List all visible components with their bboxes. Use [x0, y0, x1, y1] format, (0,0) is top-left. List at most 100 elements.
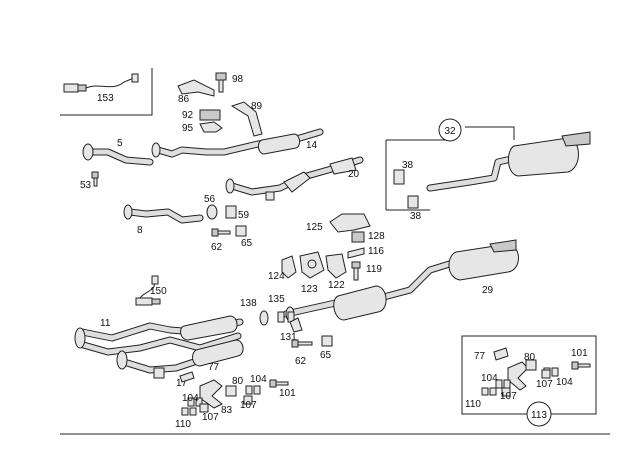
label-116: 116 [368, 246, 384, 257]
label-80a: 80 [232, 376, 244, 387]
bracket-86 [177, 79, 215, 97]
label-107b: 107 [240, 400, 257, 411]
label-101b: 101 [571, 348, 588, 359]
rubber-80b [525, 359, 537, 371]
label-110b: 110 [465, 399, 481, 410]
bolt-62a [211, 228, 231, 237]
clamp-38-lower [407, 195, 419, 209]
clip-116 [347, 247, 365, 259]
label-14: 14 [306, 140, 318, 151]
bolt-101b [571, 361, 591, 370]
washer-104c [495, 379, 503, 389]
nut-110a [181, 407, 189, 416]
label-65b: 65 [320, 350, 332, 361]
label-110a: 110 [175, 419, 191, 430]
rubber-mount-92 [199, 109, 221, 121]
label-80b: 80 [524, 352, 536, 363]
front-twin-pipe-11 [74, 315, 244, 356]
label-65a: 65 [241, 238, 253, 249]
label-135: 135 [268, 294, 285, 305]
label-101a: 101 [279, 388, 296, 399]
label-104d: 104 [556, 377, 573, 388]
label-53: 53 [80, 180, 92, 191]
label-113: 113 [531, 410, 547, 421]
main-pipe-29 [282, 239, 519, 322]
kit-box-113: 77 80 101 104 104 107 107 110 113 [461, 335, 597, 427]
hardware-group-lower: 83 80 104 104 101 107 107 110 [175, 374, 296, 430]
label-83: 83 [221, 405, 233, 416]
part-153-box: 153 [60, 68, 153, 116]
lower-twin-pipe-17 [116, 339, 244, 379]
clamp-131 [289, 317, 303, 333]
rear-pipe-and-muffler [426, 131, 591, 192]
pipe-8 [123, 204, 204, 224]
label-8: 8 [137, 225, 143, 236]
nut-110a2 [189, 407, 197, 416]
hanger-group-top: 98 86 89 92 95 [177, 72, 263, 137]
label-107a: 107 [202, 412, 219, 423]
label-92: 92 [182, 110, 194, 121]
label-5: 5 [117, 138, 123, 149]
bracket-kit [507, 361, 529, 391]
clamp-38-upper [393, 169, 405, 185]
washer-104c2 [503, 379, 511, 389]
label-107d: 107 [500, 391, 517, 402]
bracket-89 [230, 101, 263, 137]
nut-110b [481, 387, 489, 396]
gasket-138 [259, 310, 269, 326]
washer-104b2 [253, 385, 261, 395]
hanger-123 [299, 251, 325, 279]
label-95: 95 [182, 123, 194, 134]
rubber-128 [351, 231, 365, 243]
nut-107a [199, 403, 209, 413]
label-86: 86 [178, 94, 190, 105]
callout-32 [438, 118, 462, 142]
label-128: 128 [368, 231, 385, 242]
washer-104a [187, 397, 195, 407]
label-123: 123 [301, 284, 318, 295]
bolt-98 [215, 72, 227, 93]
clamp-95 [199, 121, 223, 133]
label-124: 124 [268, 271, 285, 282]
bolt-53 [91, 171, 99, 187]
ring-135a [277, 311, 285, 323]
bolt-101a [269, 379, 289, 388]
label-122: 122 [328, 280, 345, 291]
nut-65b [321, 335, 333, 347]
label-104b: 104 [250, 374, 267, 385]
label-29: 29 [482, 285, 494, 296]
hanger-group-center: 125 128 116 124 123 122 119 [268, 213, 385, 295]
pipe-20 [225, 156, 364, 201]
label-153: 153 [97, 93, 114, 104]
front-pipe-14 [151, 128, 324, 158]
nut-107b [243, 395, 253, 405]
bolt-119 [351, 261, 361, 281]
bolt-62b [291, 339, 313, 348]
label-104a: 104 [182, 393, 199, 404]
label-107c: 107 [536, 379, 553, 390]
nut-65a [235, 225, 247, 237]
label-20: 20 [348, 169, 360, 180]
oxygen-sensor-153 [63, 73, 139, 93]
hanger-122 [325, 253, 347, 279]
label-98: 98 [232, 74, 244, 85]
clamp-77a [179, 371, 195, 383]
label-119: 119 [366, 264, 382, 275]
seal-56 [206, 204, 218, 220]
rubber-80a [225, 385, 237, 397]
pipe-5 [82, 143, 154, 166]
label-38a: 38 [402, 160, 414, 171]
nut-107d [501, 387, 511, 397]
ring-59 [225, 205, 237, 219]
label-56: 56 [204, 194, 216, 205]
label-89: 89 [251, 101, 263, 112]
label-131: 131 [280, 332, 297, 343]
label-138: 138 [240, 298, 257, 309]
rear-muffler-box-32: 32 38 38 [385, 118, 591, 222]
nut-107c [541, 369, 551, 379]
label-62b: 62 [295, 356, 307, 367]
label-59: 59 [238, 210, 250, 221]
bracket-125 [329, 213, 371, 233]
label-77b: 77 [474, 351, 486, 362]
